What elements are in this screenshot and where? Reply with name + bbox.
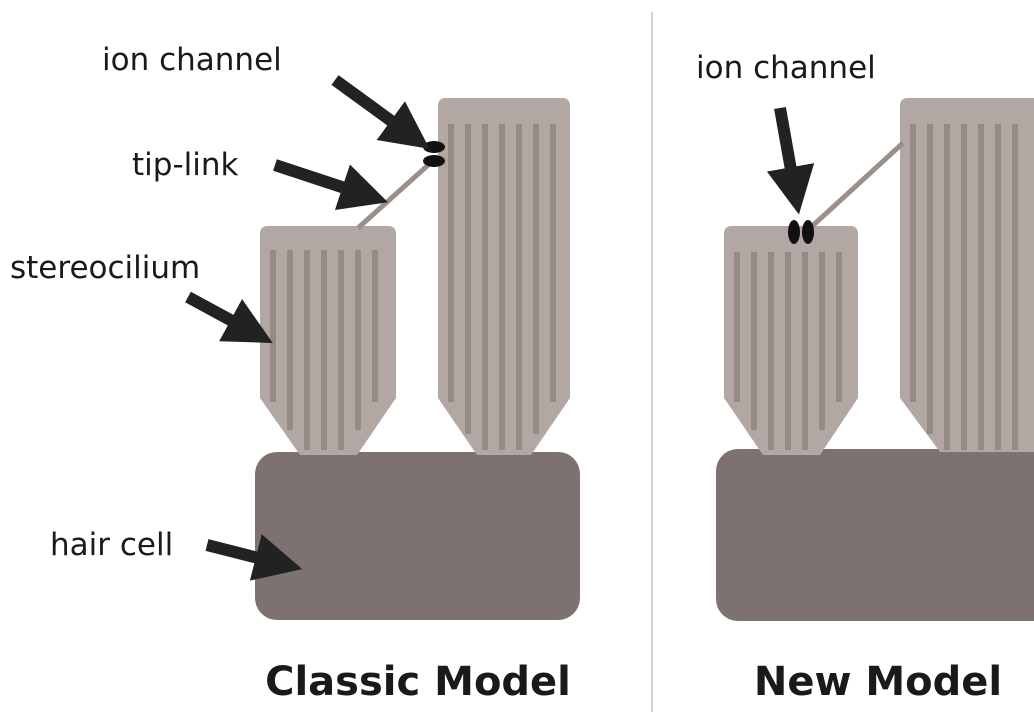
stereocilium-short-new xyxy=(724,226,858,455)
stereocilium-arrow xyxy=(185,291,273,344)
ion-channel-new xyxy=(788,220,814,244)
tip-link-new xyxy=(806,141,905,232)
hair-cell-label: hair cell xyxy=(50,527,173,563)
stereocilium-tall xyxy=(438,98,570,455)
ion-channel-label-new: ion channel xyxy=(696,50,876,86)
tip-link-arrow xyxy=(273,159,388,211)
hair-cell-body-new xyxy=(716,449,1034,621)
stereocilium-short-new-stripes xyxy=(734,252,842,450)
tip-link xyxy=(356,156,438,230)
hair-cell-arrow xyxy=(205,534,303,581)
classic-model-panel: ion channel tip-link stereocilium hair c… xyxy=(10,42,580,705)
hair-cell-body xyxy=(255,452,580,620)
ion-channel-arrow xyxy=(331,75,430,149)
ion-channel-label-classic: ion channel xyxy=(102,42,282,78)
stereocilium-tall-new xyxy=(900,98,1034,452)
stereocilium-short-stripes xyxy=(270,250,378,450)
stereocilium-tall-stripes xyxy=(448,124,556,450)
new-model-panel: ion channel New Model xyxy=(696,50,1034,705)
stereocilium-short xyxy=(260,226,396,455)
stereocilium-tall-new-stripes xyxy=(910,124,1018,450)
ion-channel-arrow-new xyxy=(766,106,815,215)
tip-link-label: tip-link xyxy=(132,147,239,183)
stereocilium-label: stereocilium xyxy=(10,250,200,286)
classic-model-title: Classic Model xyxy=(265,659,571,705)
new-model-title: New Model xyxy=(754,659,1002,705)
